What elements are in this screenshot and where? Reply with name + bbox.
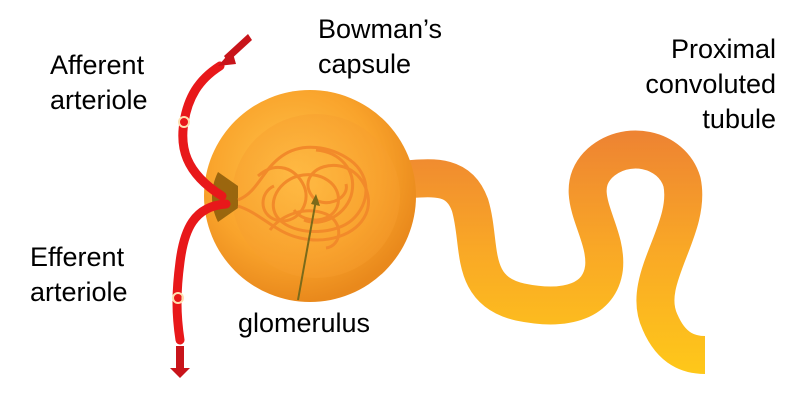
glomerulus-tuft bbox=[237, 145, 370, 250]
bowmans-capsule bbox=[204, 90, 416, 302]
proximal-convoluted-tubule bbox=[396, 130, 706, 374]
afferent-arteriole-label: Afferent arteriole bbox=[50, 50, 148, 115]
glomerulus-label: glomerulus bbox=[238, 308, 371, 338]
efferent-arteriole-label: Efferent arteriole bbox=[30, 242, 128, 307]
efferent-arrow-icon bbox=[170, 346, 190, 378]
afferent-arteriole bbox=[178, 34, 252, 201]
efferent-arteriole bbox=[170, 199, 231, 378]
bowmans-capsule-label: Bowman’s capsule bbox=[318, 14, 443, 79]
glomerulus-pointer bbox=[297, 194, 320, 301]
proximal-convoluted-tubule-label: Proximal convoluted tubule bbox=[645, 34, 776, 134]
